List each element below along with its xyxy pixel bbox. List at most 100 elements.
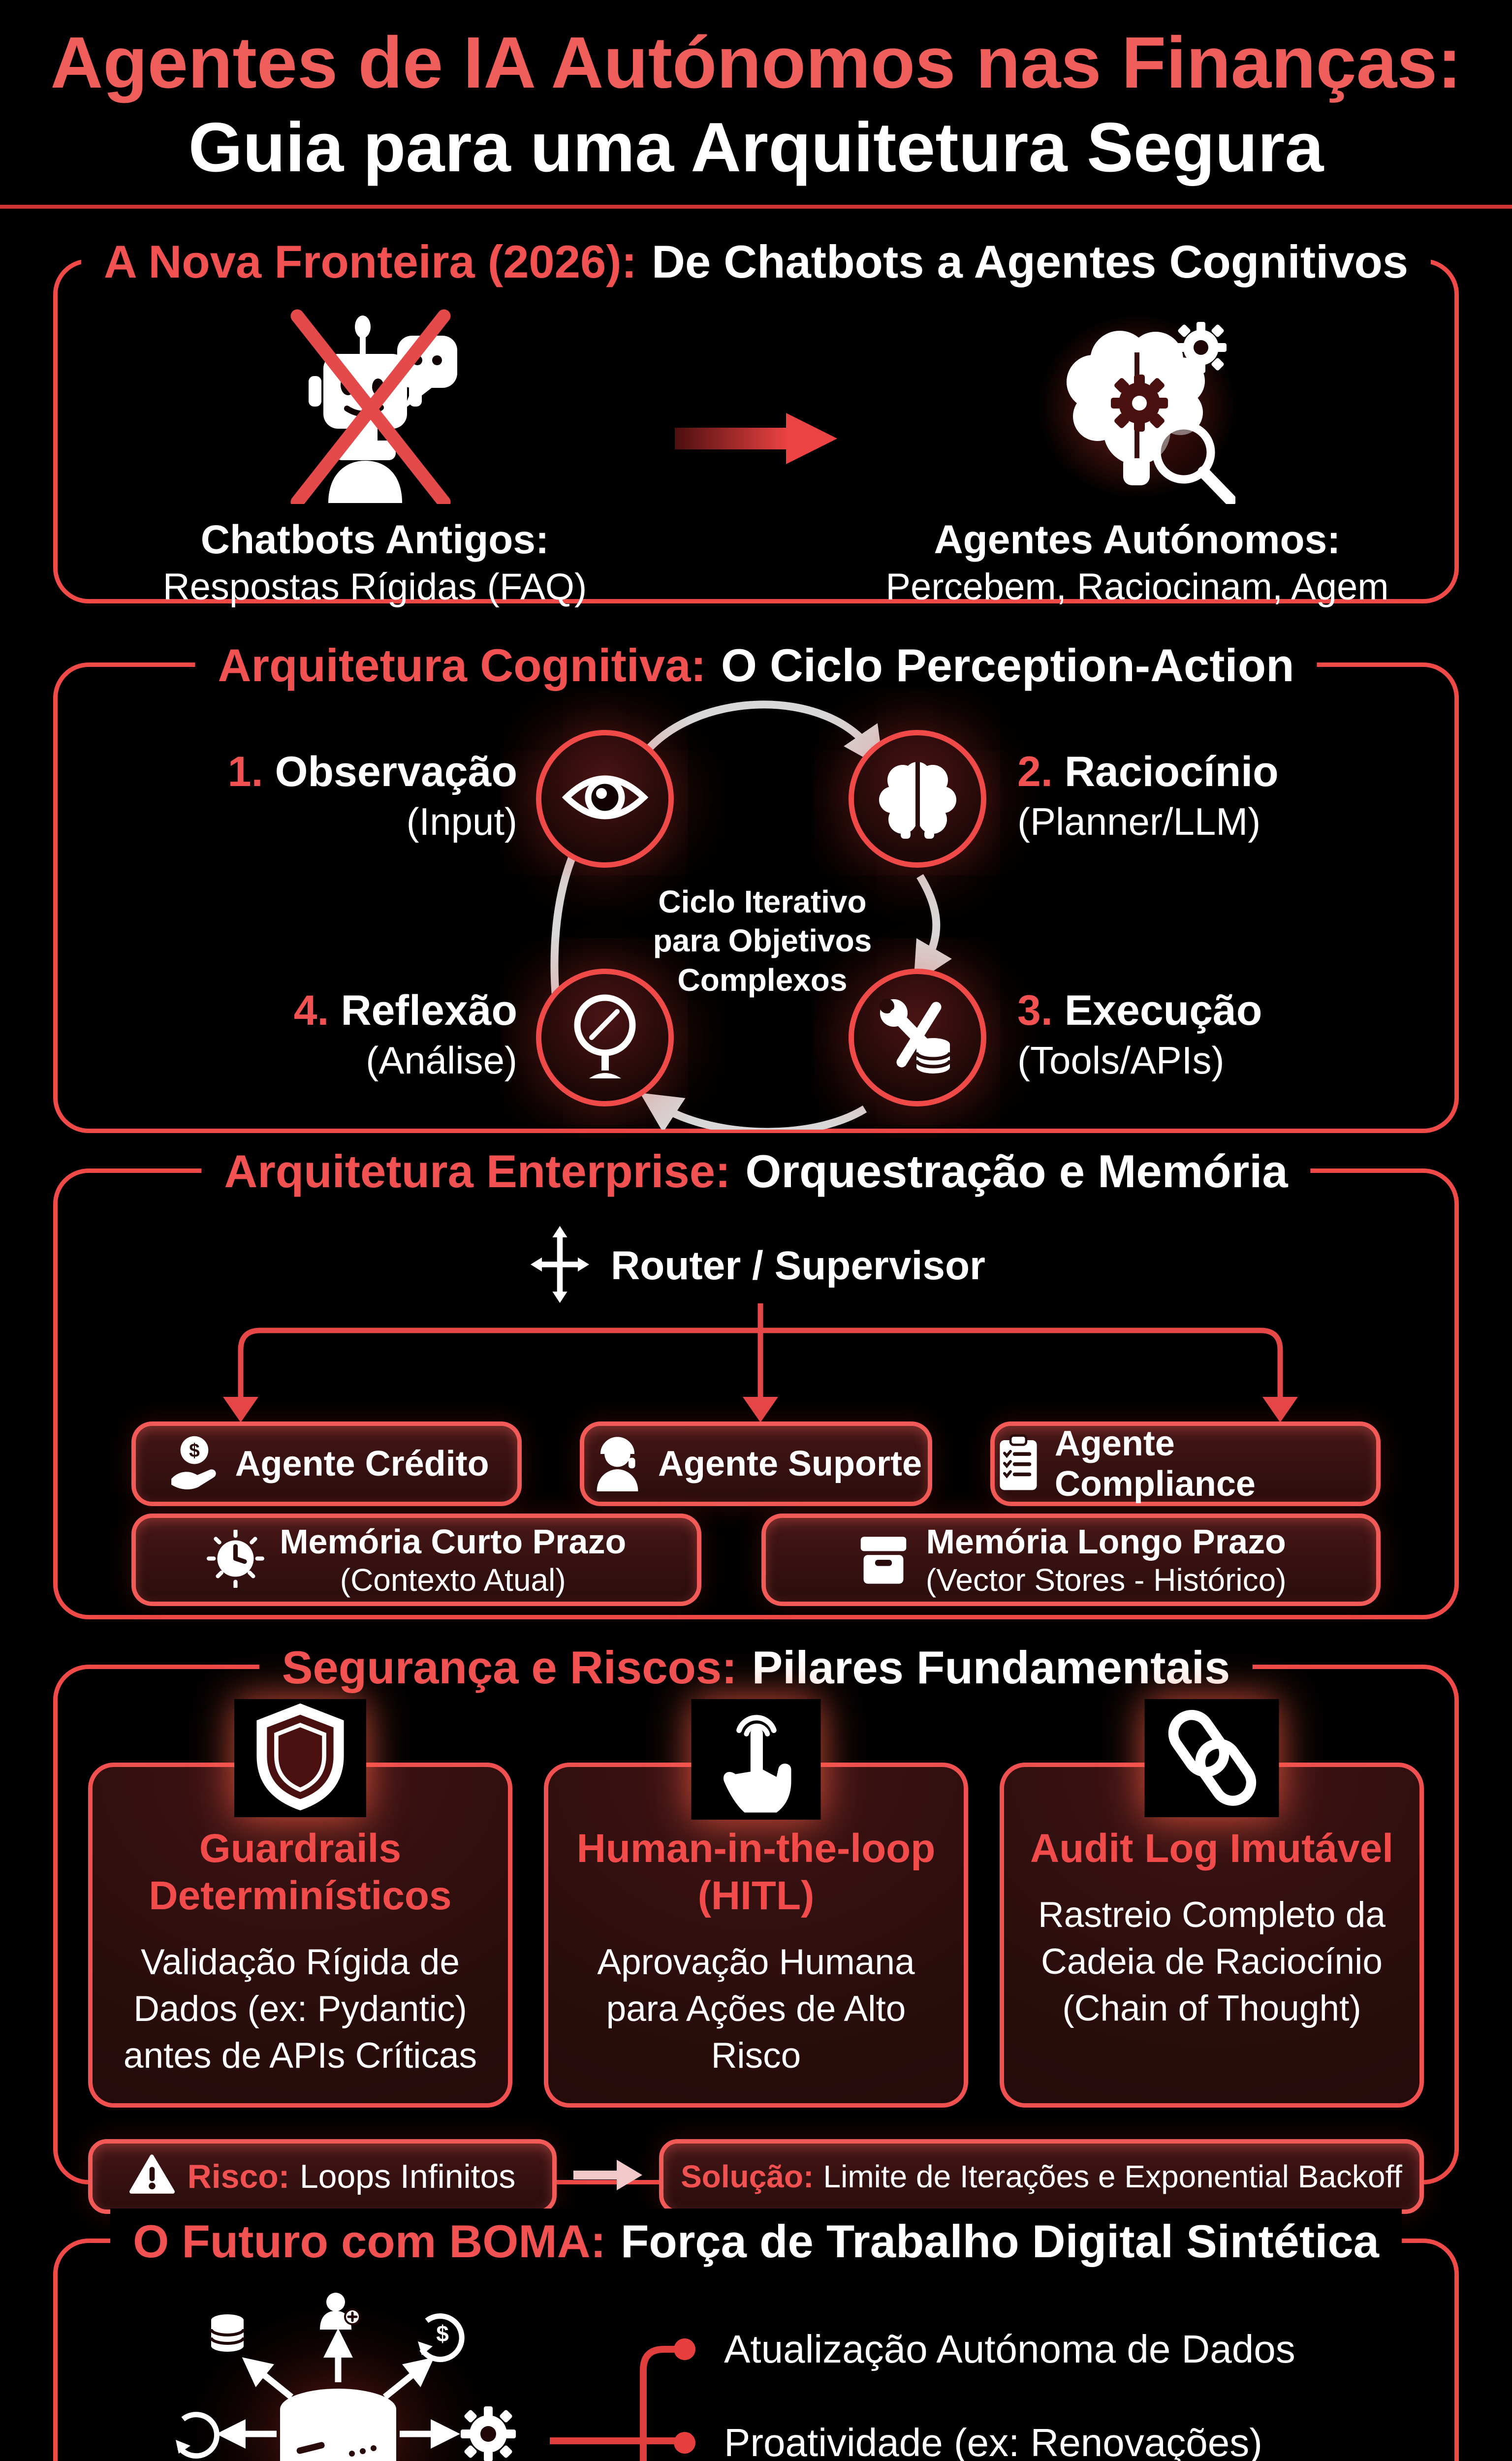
card-body: Aprovação Humana para Ações de Alto Risc… (597, 1942, 915, 2076)
step-label: Execução (1064, 987, 1262, 1034)
risk-solution-row: Risco:Loops Infinitos Solução:Limite de … (88, 2139, 1424, 2214)
hub-diagram-icon: $ (171, 2289, 516, 2461)
card-body: Rastreio Completo da Cadeia de Raciocíni… (1038, 1894, 1386, 2028)
risk-label: Risco: (187, 2157, 290, 2195)
heading-red: Arquitetura Enterprise: (224, 1145, 731, 1197)
tools-icon (873, 992, 962, 1083)
long-term-memory-box: Memória Longo Prazo (Vector Stores - His… (761, 1514, 1381, 1606)
bullet-item: Proatividade (ex: Renovações) (674, 2415, 1384, 2461)
solution-label: Solução: (681, 2158, 814, 2194)
future-bullets: Atualização Autónoma de Dados Proativida… (674, 2322, 1384, 2461)
agent-label: Agente Suporte (658, 1444, 922, 1483)
hitl-card: Human-in-the-loop (HITL) Aprovação Human… (544, 1699, 968, 2108)
svg-text:$: $ (189, 1440, 200, 1461)
step-sub: (Input) (406, 799, 517, 843)
tap-hand-icon (691, 1699, 821, 1820)
card-title: Guardrails Determinísticos (149, 1826, 452, 1918)
short-term-memory-box: Memória Curto Prazo (Contexto Atual) (131, 1514, 702, 1606)
refresh-sat (176, 2412, 220, 2459)
memory-row: Memória Curto Prazo (Contexto Atual) Mem… (131, 1514, 1381, 1606)
execution-node (849, 969, 986, 1106)
old-chatbots-title: Chatbots Antigos: (200, 517, 549, 562)
bullet-item: Atualização Autónoma de Dados (674, 2322, 1384, 2377)
archive-box-icon (856, 1530, 911, 1590)
page-title-line2: Guia para uma Arquitetura Segura (188, 108, 1324, 187)
observation-node (536, 730, 674, 868)
memory-title: Memória Curto Prazo (280, 1522, 627, 1561)
shield-icon (234, 1699, 366, 1817)
risk-box: Risco:Loops Infinitos (88, 2139, 557, 2214)
header-divider (0, 205, 1512, 209)
section-frontier-heading: A Nova Fronteira (2026): De Chatbots a Ag… (81, 229, 1431, 295)
section-security-heading: Segurança e Riscos: Pilares Fundamentais (259, 1635, 1253, 1701)
heading-white: Orquestração e Memória (745, 1145, 1288, 1197)
risk-text: Loops Infinitos (299, 2157, 516, 2195)
step-sub: (Análise) (366, 1038, 517, 1082)
arrow-right-icon (674, 413, 837, 464)
step-number: 4. (293, 987, 329, 1034)
svg-text:$: $ (436, 2321, 449, 2346)
step-number: 3. (1017, 987, 1053, 1034)
solution-text: Limite de Iterações e Exponential Backof… (823, 2158, 1402, 2194)
move-arrows-icon (527, 1225, 593, 1306)
section-security: Segurança e Riscos:Pilares Fundamentais … (53, 1635, 1459, 2214)
agent-label: Agente Compliance (1054, 1424, 1256, 1504)
branch-arrows (223, 1303, 1298, 1422)
autonomous-agents-subtitle: Percebem, Raciocinam, Agem (885, 566, 1389, 608)
eye-icon (562, 767, 648, 831)
step-reflection: 4. Reflexão (Análise) (294, 984, 517, 1083)
router-supervisor: Router / Supervisor (58, 1225, 1454, 1306)
mirror-icon (562, 991, 648, 1084)
step-sub: (Planner/LLM) (1017, 799, 1261, 843)
section-frontier: A Nova Fronteira (2026): De Chatbots a Ag… (53, 229, 1459, 608)
clock-icon (207, 1528, 265, 1590)
heading-red: Segurança e Riscos: (282, 1641, 737, 1693)
agents-row: $ Agente Crédito Agente Suporte (131, 1421, 1381, 1506)
heading-white: Força de Trabalho Digital Sintética (620, 2215, 1379, 2267)
section-future: O Futuro com BOMA: Força de Trabalho Digi… (53, 2209, 1459, 2461)
section-enterprise-heading: Arquitetura Enterprise: Orquestração e Me… (201, 1138, 1311, 1204)
heading-red: A Nova Fronteira (2026): (103, 236, 637, 287)
agent-support-box: Agente Suporte (580, 1421, 932, 1506)
old-chatbots-subtitle: Respostas Rígidas (FAQ) (162, 566, 587, 608)
robot-icon (282, 307, 469, 508)
heading-white: O Ciclo Perception-Action (721, 639, 1294, 691)
heading-red: O Futuro com BOMA: (133, 2215, 606, 2267)
gear-sat (461, 2406, 516, 2461)
clipboard-icon (995, 1433, 1042, 1495)
reasoning-node (849, 730, 986, 868)
transition-arrow (672, 306, 840, 609)
step-reasoning: 2.Raciocínio (Planner/LLM) (1017, 746, 1279, 845)
brain-icon (872, 752, 963, 846)
brain-gears-icon (1039, 307, 1237, 506)
chain-link-icon (1144, 1699, 1279, 1817)
warning-triangle-icon (129, 2153, 175, 2199)
step-label: Raciocínio (1064, 748, 1279, 795)
heading-white: De Chatbots a Agentes Cognitivos (651, 236, 1409, 287)
section-enterprise: Arquitetura Enterprise: Orquestração e Me… (53, 1138, 1459, 1619)
old-chatbots-block: Chatbots Antigos: Respostas Rígidas (FAQ… (77, 306, 672, 609)
router-label: Router / Supervisor (611, 1243, 985, 1288)
step-execution: 3.Execução (Tools/APIs) (1017, 984, 1262, 1083)
coin-hand-icon: $ (164, 1433, 222, 1495)
agent-credit-box: $ Agente Crédito (131, 1421, 522, 1506)
step-label: Reflexão (341, 987, 518, 1034)
step-label: Observação (275, 748, 517, 795)
section-cognitive: Arquitetura Cognitiva: O Ciclo Perception… (53, 632, 1459, 1133)
page-title-line1: Agentes de IA Autónomos nas Finanças: (50, 22, 1462, 103)
risk-arrow-icon (573, 2153, 642, 2200)
heading-white: Pilares Fundamentais (752, 1641, 1230, 1693)
section-cognitive-heading: Arquitetura Cognitiva: O Ciclo Perception… (195, 632, 1317, 698)
card-body: Validação Rígida de Dados (ex: Pydantic)… (123, 1942, 477, 2076)
solution-box: Solução:Limite de Iterações e Exponentia… (659, 2139, 1424, 2214)
header: Agentes de IA Autónomos nas Finanças: Gu… (0, 0, 1512, 190)
memory-sub: (Contexto Atual) (340, 1562, 566, 1598)
cycle-center-text: Ciclo Iterativo para Objetivos Complexos (653, 884, 872, 998)
agent-compliance-box: Agente Compliance (990, 1421, 1381, 1506)
guardrails-card: Guardrails Determinísticos Validação Ríg… (88, 1699, 512, 2108)
heading-red: Arquitetura Cognitiva: (218, 639, 706, 691)
person-plus-sat (320, 2293, 361, 2330)
autonomous-agents-block: Agentes Autónomos: Percebem, Raciocinam,… (840, 279, 1435, 609)
card-title: Human-in-the-loop (HITL) (576, 1826, 936, 1918)
